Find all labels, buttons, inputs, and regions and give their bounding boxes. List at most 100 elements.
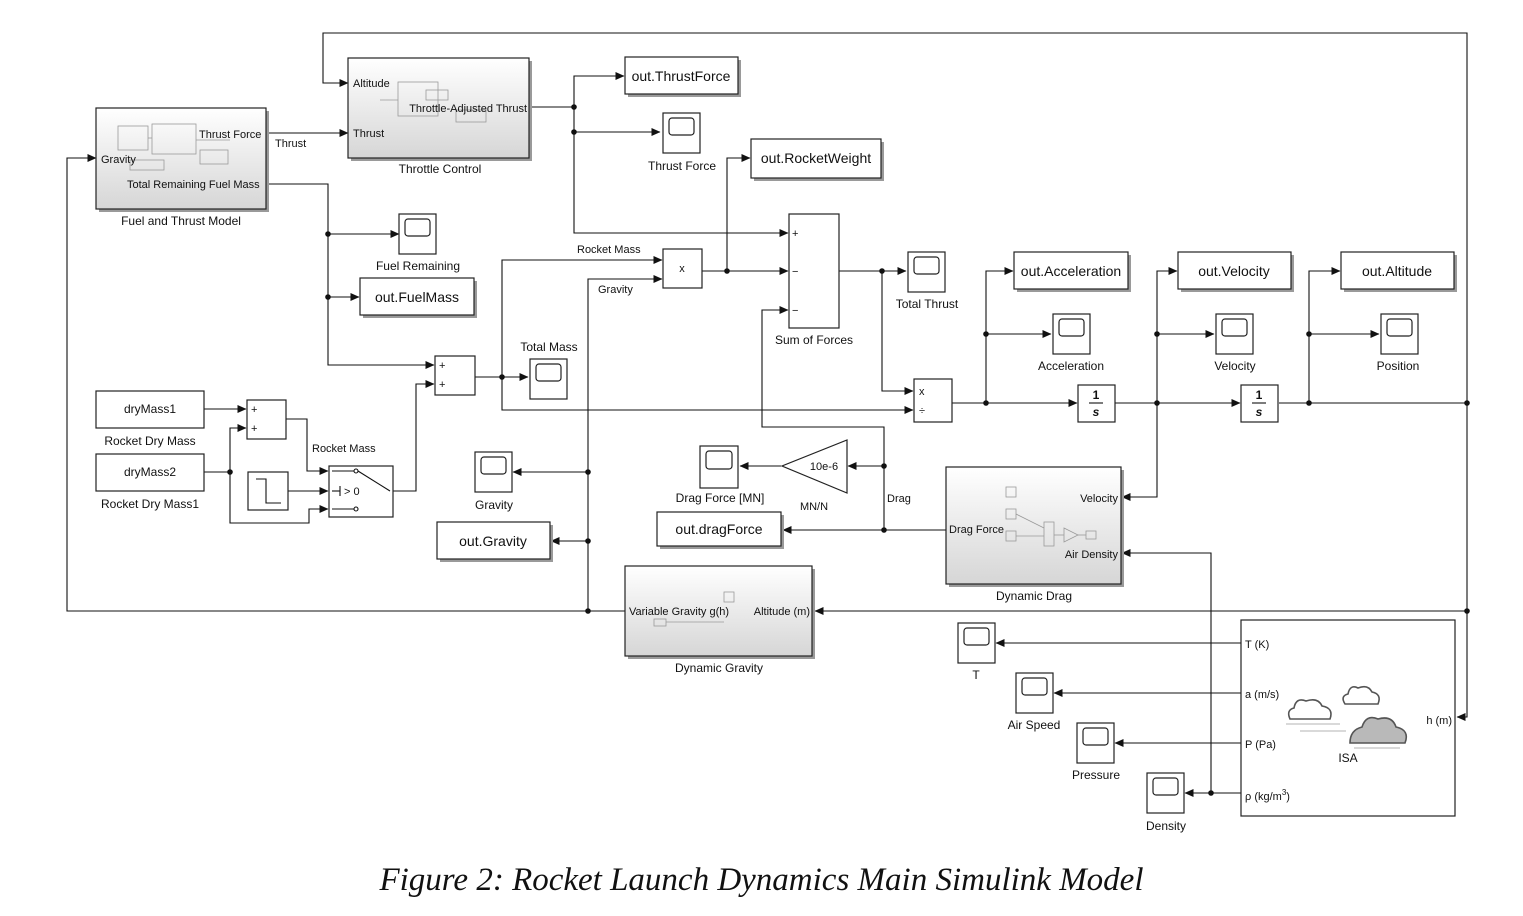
svg-text:Thrust Force: Thrust Force bbox=[648, 159, 716, 173]
port-temperature: T (K) bbox=[1245, 639, 1269, 651]
port-pressure: P (Pa) bbox=[1245, 739, 1276, 751]
svg-text:s: s bbox=[1256, 405, 1263, 419]
port-throttle-adjusted: Throttle-Adjusted Thrust bbox=[409, 103, 527, 115]
svg-text:Position: Position bbox=[1377, 359, 1420, 373]
svg-text:out.Velocity: out.Velocity bbox=[1198, 263, 1270, 279]
port-density: ρ (kg/m3) bbox=[1245, 788, 1290, 803]
svg-text:Fuel Remaining: Fuel Remaining bbox=[376, 259, 460, 273]
subsystem-preview bbox=[117, 123, 230, 171]
dynamic-drag-label: Dynamic Drag bbox=[996, 589, 1072, 603]
port-total-remaining-fuel: Total Remaining Fuel Mass bbox=[127, 179, 260, 191]
port-thrust-force: Thrust Force bbox=[199, 129, 261, 141]
outport-thrust-force[interactable]: out.ThrustForce bbox=[624, 56, 741, 97]
signal-lines bbox=[66, 32, 1468, 797]
subsystem-preview bbox=[380, 81, 487, 123]
svg-text:10e-6: 10e-6 bbox=[810, 461, 838, 473]
port-drag-force: Drag Force bbox=[949, 524, 1004, 536]
sum-of-forces-block[interactable]: + − − Sum of Forces bbox=[775, 213, 853, 347]
sign-plus: + bbox=[251, 404, 257, 416]
outport-altitude[interactable]: out.Altitude bbox=[1340, 251, 1457, 292]
signal-label-thrust: Thrust bbox=[275, 138, 306, 150]
outport-velocity[interactable]: out.Velocity bbox=[1177, 251, 1294, 292]
throttle-control-subsystem[interactable]: Altitude Thrust Throttle-Adjusted Thrust… bbox=[347, 57, 532, 176]
product-symbol: x bbox=[679, 263, 685, 275]
outport-gravity[interactable]: out.Gravity bbox=[436, 521, 553, 562]
svg-text:Density: Density bbox=[1146, 819, 1186, 833]
scope-drag-force[interactable]: Drag Force [MN] bbox=[676, 445, 765, 505]
dry-mass1-constant[interactable]: dryMass1 Rocket Dry Mass bbox=[95, 390, 205, 448]
throttle-control-label: Throttle Control bbox=[399, 162, 482, 176]
svg-text:out.dragForce: out.dragForce bbox=[675, 521, 762, 537]
scope-air-speed[interactable]: Air Speed bbox=[1008, 672, 1061, 732]
svg-text:1: 1 bbox=[1256, 388, 1263, 402]
port-height: h (m) bbox=[1426, 715, 1452, 727]
cloud-icon bbox=[1286, 685, 1408, 749]
scope-thrust-force[interactable]: Thrust Force bbox=[648, 112, 716, 173]
gain-block[interactable]: 10e-6 MN/N bbox=[780, 439, 848, 513]
scope-acceleration[interactable]: Acceleration bbox=[1038, 313, 1104, 373]
dry-mass2-constant[interactable]: dryMass2 Rocket Dry Mass1 bbox=[95, 453, 205, 511]
svg-text:out.RocketWeight: out.RocketWeight bbox=[761, 150, 871, 166]
dynamic-gravity-subsystem[interactable]: Variable Gravity g(h) Altitude (m) Dynam… bbox=[624, 565, 815, 675]
sign-minus: − bbox=[792, 305, 798, 317]
port-altitude-m: Altitude (m) bbox=[754, 606, 810, 618]
outport-acceleration[interactable]: out.Acceleration bbox=[1013, 251, 1131, 292]
scope-position[interactable]: Position bbox=[1377, 313, 1420, 373]
svg-text:out.ThrustForce: out.ThrustForce bbox=[632, 68, 731, 84]
switch-block[interactable]: > 0 bbox=[328, 465, 394, 518]
isa-label: ISA bbox=[1338, 751, 1357, 765]
svg-text:dryMass2: dryMass2 bbox=[124, 465, 176, 479]
svg-text:out.Altitude: out.Altitude bbox=[1362, 263, 1432, 279]
scope-temperature[interactable]: T bbox=[957, 622, 996, 682]
sign-plus: + bbox=[439, 379, 445, 391]
svg-text:Acceleration: Acceleration bbox=[1038, 359, 1104, 373]
isa-block[interactable]: T (K) a (m/s) P (Pa) ρ (kg/m3) h (m) ISA bbox=[1240, 619, 1456, 817]
scope-total-thrust[interactable]: Total Thrust bbox=[896, 251, 959, 311]
multiply-symbol: x bbox=[919, 386, 925, 398]
fuel-thrust-subsystem[interactable]: Thrust Force Gravity Total Remaining Fue… bbox=[95, 107, 269, 228]
scope-velocity[interactable]: Velocity bbox=[1214, 313, 1256, 373]
port-speed-of-sound: a (m/s) bbox=[1245, 689, 1279, 701]
signal-label-gravity: Gravity bbox=[598, 284, 633, 296]
outport-rocket-weight[interactable]: out.RocketWeight bbox=[750, 138, 884, 181]
signal-label-drag: Drag bbox=[887, 493, 911, 505]
outport-drag-force[interactable]: out.dragForce bbox=[656, 511, 784, 549]
svg-text:Gravity: Gravity bbox=[475, 498, 513, 512]
mass-sum-block[interactable]: + + bbox=[434, 355, 476, 396]
simulink-diagram: Thrust Force Gravity Total Remaining Fue… bbox=[66, 32, 1470, 833]
sum-of-forces-label: Sum of Forces bbox=[775, 333, 853, 347]
subsystem-preview bbox=[1005, 486, 1097, 547]
svg-text:out.Acceleration: out.Acceleration bbox=[1021, 263, 1121, 279]
port-variable-gravity: Variable Gravity g(h) bbox=[629, 606, 729, 618]
sign-plus: + bbox=[251, 423, 257, 435]
fuel-thrust-label: Fuel and Thrust Model bbox=[121, 214, 241, 228]
scope-pressure[interactable]: Pressure bbox=[1072, 722, 1120, 782]
subsystem-preview bbox=[653, 591, 735, 627]
svg-text:1: 1 bbox=[1093, 388, 1100, 402]
svg-text:T: T bbox=[972, 668, 980, 682]
signal-label-rocket-mass-switch: Rocket Mass bbox=[312, 443, 376, 455]
dynamic-drag-subsystem[interactable]: Drag Force Velocity Air Density Dynamic … bbox=[945, 466, 1124, 603]
switch-criterion: > 0 bbox=[344, 486, 360, 498]
sign-plus: + bbox=[439, 360, 445, 372]
integrator-position[interactable]: 1 s bbox=[1240, 384, 1279, 423]
svg-text:dryMass1: dryMass1 bbox=[124, 402, 176, 416]
integrator-velocity[interactable]: 1 s bbox=[1077, 384, 1116, 423]
gain-label: MN/N bbox=[800, 501, 828, 513]
scope-fuel-remaining[interactable]: Fuel Remaining bbox=[376, 213, 460, 273]
dry-mass2-label: Rocket Dry Mass1 bbox=[101, 497, 199, 511]
scope-density[interactable]: Density bbox=[1146, 772, 1186, 833]
scope-total-mass[interactable]: Total Mass bbox=[520, 340, 578, 400]
step-block[interactable] bbox=[247, 471, 289, 511]
svg-text:Velocity: Velocity bbox=[1214, 359, 1255, 373]
figure-caption: Figure 2: Rocket Launch Dynamics Main Si… bbox=[379, 862, 1144, 898]
port-air-density: Air Density bbox=[1065, 549, 1119, 561]
divide-block[interactable]: x ÷ bbox=[913, 378, 953, 423]
outport-fuel-mass[interactable]: out.FuelMass bbox=[359, 277, 477, 318]
sign-minus: − bbox=[792, 266, 798, 278]
weight-product-block[interactable]: x bbox=[662, 248, 703, 289]
scope-gravity[interactable]: Gravity bbox=[474, 451, 513, 512]
dry-mass-sum-block[interactable]: + + bbox=[246, 399, 287, 440]
svg-text:out.Gravity: out.Gravity bbox=[459, 533, 527, 549]
svg-text:Total Mass: Total Mass bbox=[520, 340, 577, 354]
